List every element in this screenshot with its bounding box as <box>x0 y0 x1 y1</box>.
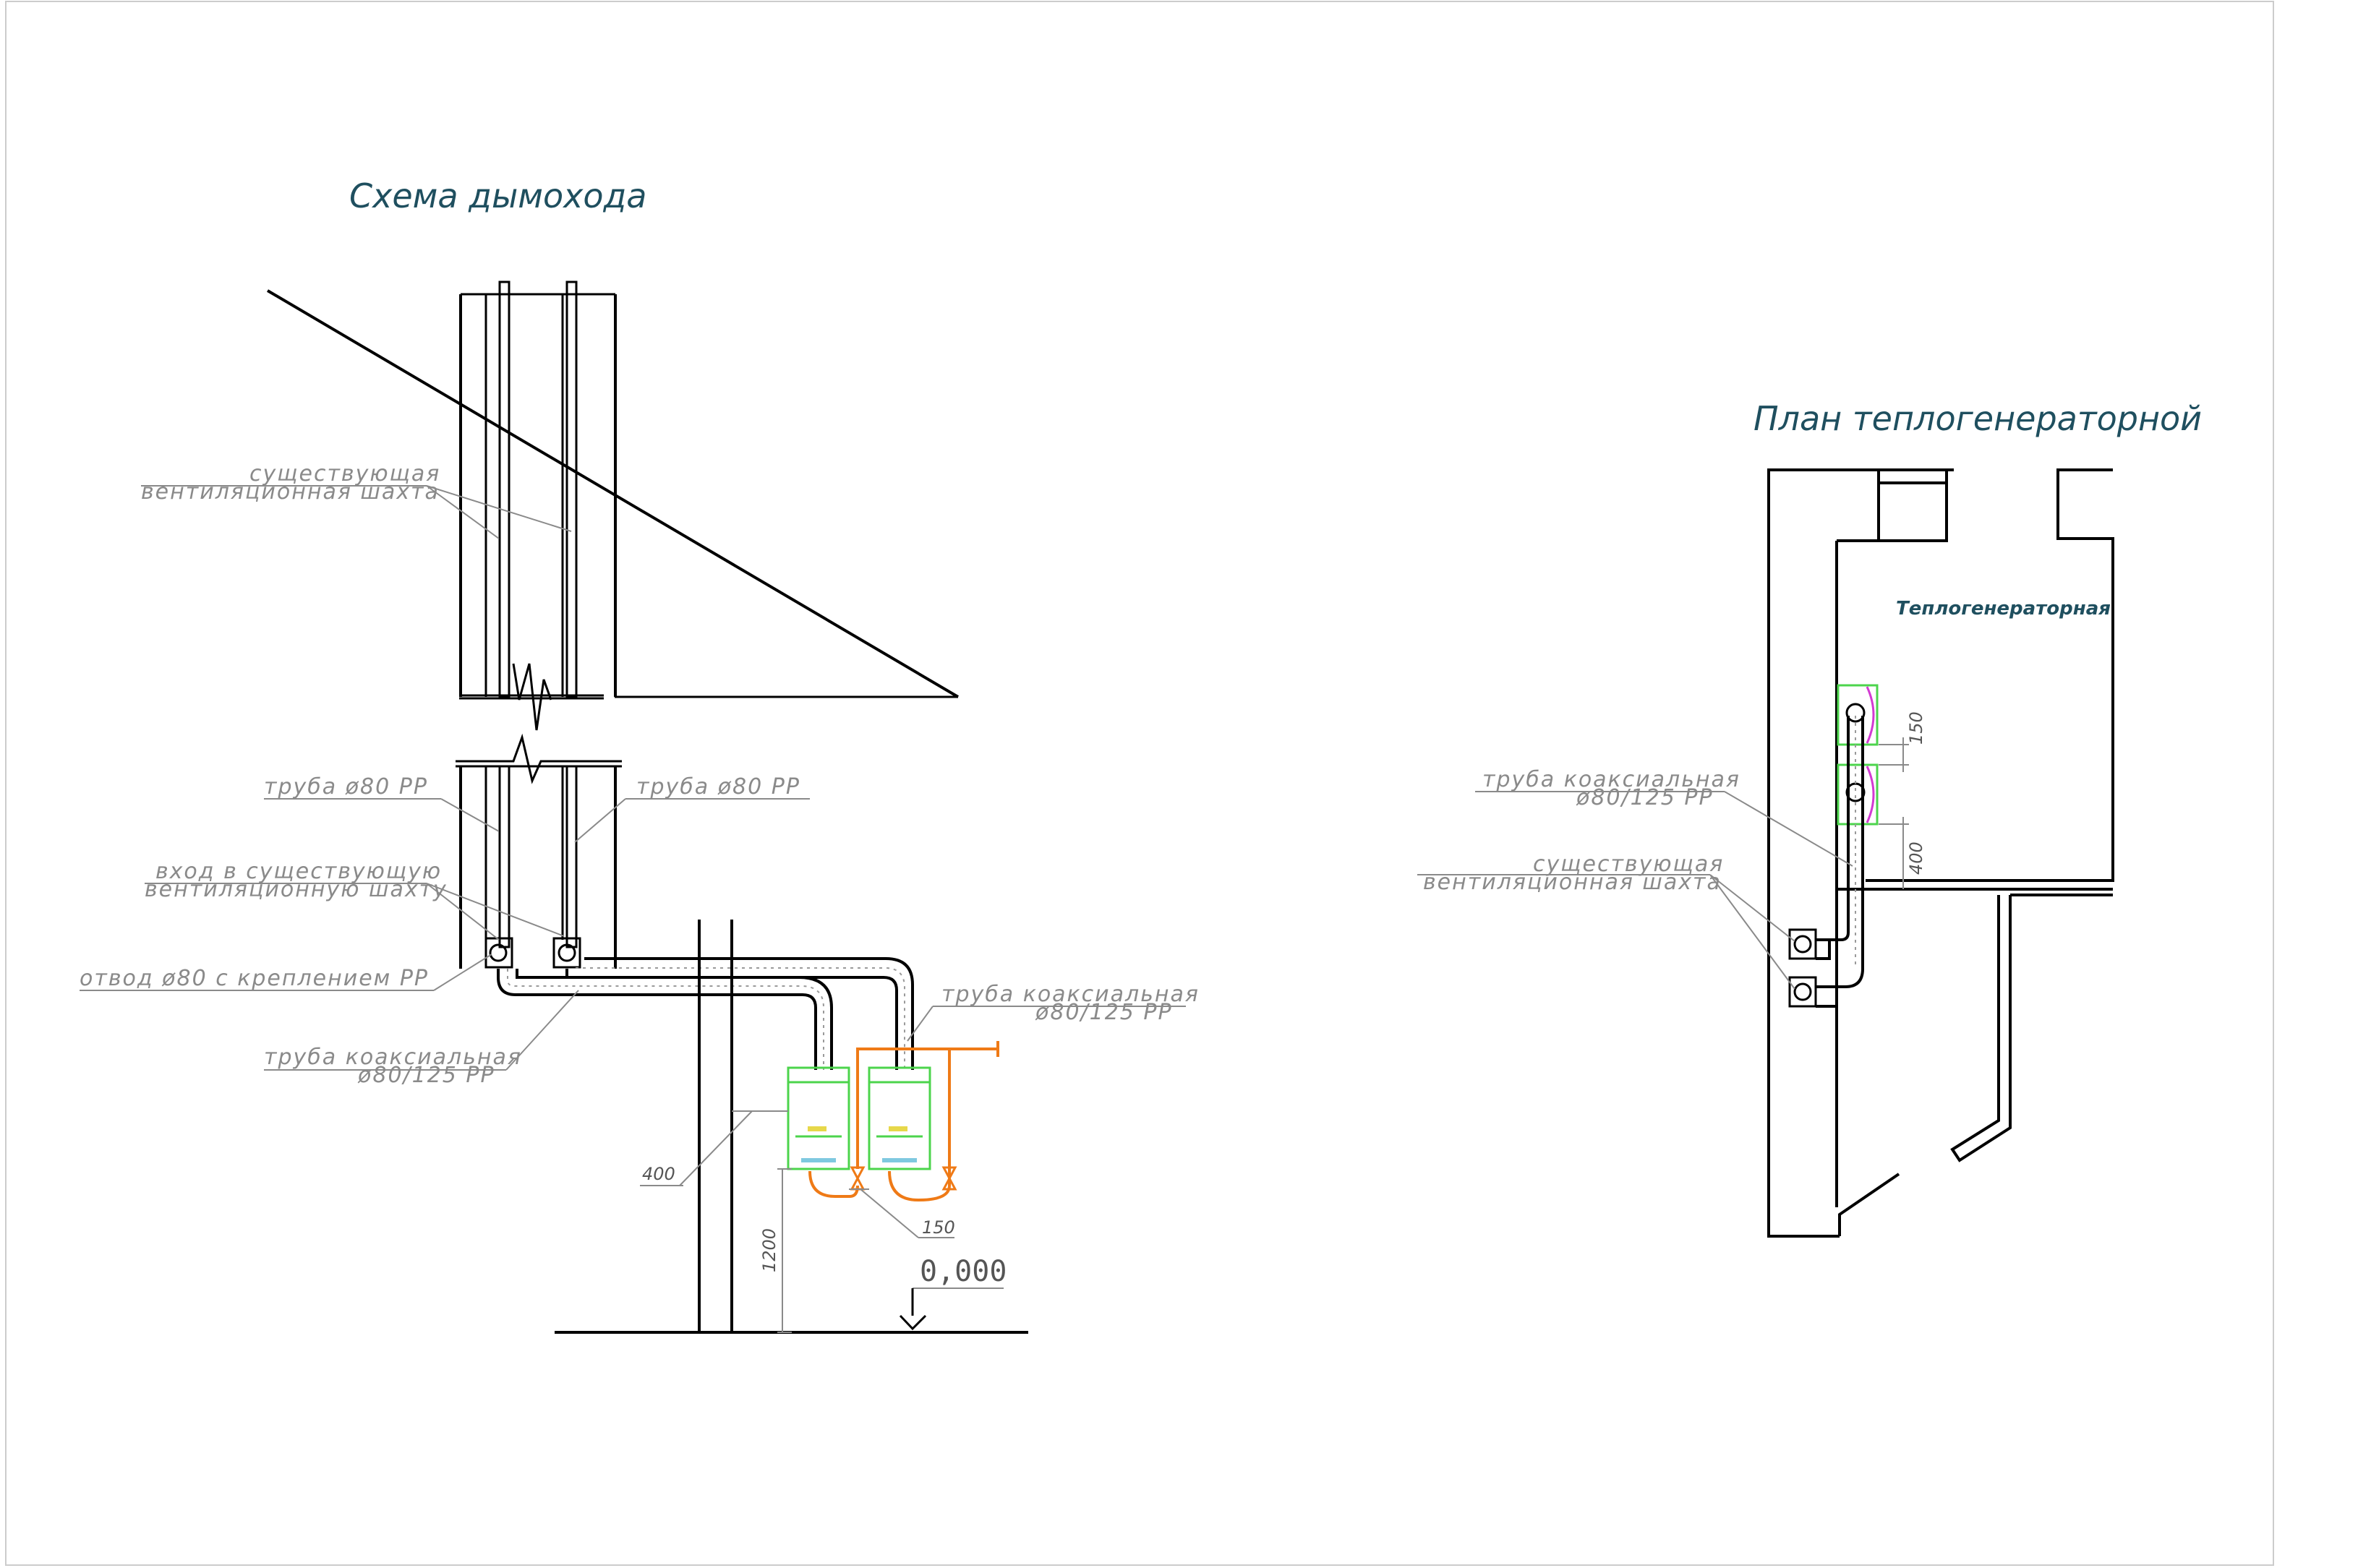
dim-150-text: 150 <box>922 1217 955 1238</box>
svg-text:ø80/125 PP: ø80/125 PP <box>1576 785 1714 810</box>
chimney-title: Схема дымохода <box>349 176 646 215</box>
label-coax-left: труба коаксиальная ø80/125 PP <box>264 990 579 1088</box>
plan-dim-400-text: 400 <box>1906 841 1926 875</box>
dim-1200-text: 1200 <box>759 1228 779 1272</box>
plan-dimension-400: 400 <box>1879 817 1926 889</box>
dimension-400: 400 <box>640 1110 788 1186</box>
boiler-2 <box>868 1066 931 1170</box>
plan-label-shaft: существующая вентиляционная шахта <box>1417 852 1795 990</box>
coaxial-pipe-upper <box>565 957 914 1070</box>
plan-walls <box>1767 468 2114 1238</box>
dimension-150: 150 <box>849 1188 955 1238</box>
dim-400-text: 400 <box>642 1164 675 1184</box>
svg-text:ø80/125 PP: ø80/125 PP <box>1035 1000 1173 1025</box>
plan-boiler-1 <box>1837 684 1879 746</box>
ventilation-shaft-upper <box>459 280 617 731</box>
plan-dimension-150: 150 <box>1879 711 1926 772</box>
svg-text:труба коаксиальная: труба коаксиальная <box>1482 767 1740 792</box>
room-label: Теплогенераторная <box>1896 598 2111 620</box>
label-shaft-entry: вход в существующую вентиляционную шахту <box>145 859 565 941</box>
sheet-frame <box>5 1 2274 1566</box>
boiler-1 <box>787 1066 850 1170</box>
label-pipe-left: труба ø80 PP <box>264 774 500 832</box>
boiler-room-plan: План теплогенераторной Теплогенераторная <box>1417 399 2202 1238</box>
label-pipe-right: труба ø80 PP <box>574 774 810 843</box>
plan-coaxial-pipe <box>1788 716 1864 1008</box>
label-elbow: отвод ø80 с креплением PP <box>80 954 492 991</box>
svg-text:существующая: существующая <box>1533 852 1724 877</box>
coaxial-pipe-lower <box>497 969 833 1070</box>
ventilation-shaft-lower <box>456 733 622 969</box>
svg-text:труба ø80 PP: труба ø80 PP <box>636 774 800 800</box>
label-coax-right: труба коаксиальная ø80/125 PP <box>907 982 1200 1042</box>
dimension-1200: 1200 <box>759 1168 792 1333</box>
svg-text:ø80/125 PP: ø80/125 PP <box>357 1063 495 1088</box>
gas-pipe <box>808 1041 999 1202</box>
gas-valve-icon <box>850 1166 866 1181</box>
svg-text:вход в существующую: вход в существующую <box>155 859 442 884</box>
plan-title: План теплогенераторной <box>1753 399 2202 438</box>
level-text: 0,000 <box>920 1255 1007 1288</box>
svg-text:вентиляционную шахту: вентиляционную шахту <box>145 877 448 902</box>
label-existing-shaft: существующая вентиляционная шахта <box>141 461 572 539</box>
svg-text:труба коаксиальная: труба коаксиальная <box>264 1045 522 1070</box>
plan-boiler-2 <box>1837 763 1879 826</box>
svg-text:труба коаксиальная: труба коаксиальная <box>941 982 1200 1007</box>
svg-text:труба ø80 PP: труба ø80 PP <box>264 774 428 800</box>
plan-dim-150-text: 150 <box>1906 711 1926 745</box>
svg-text:вентиляционная шахта: вентиляционная шахта <box>1423 870 1722 895</box>
svg-text:существующая: существующая <box>249 461 440 487</box>
svg-text:вентиляционная шахта: вентиляционная шахта <box>141 479 440 505</box>
plan-label-coax: труба коаксиальная ø80/125 PP <box>1475 767 1853 867</box>
chimney-scheme: Схема дымохода <box>80 176 1200 1334</box>
level-mark: 0,000 <box>899 1255 1007 1331</box>
roof-slope <box>266 289 960 698</box>
svg-text:отвод ø80 с креплением PP: отвод ø80 с креплением PP <box>80 966 429 991</box>
